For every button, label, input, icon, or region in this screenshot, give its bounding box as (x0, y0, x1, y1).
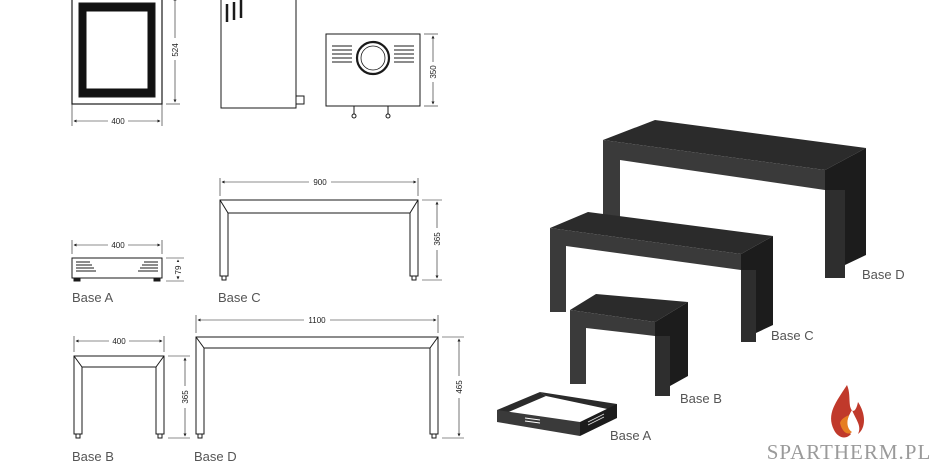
render-label-base-a: Base A (610, 428, 652, 443)
dim-stove-width: 400 (111, 117, 125, 126)
flame-icon (831, 385, 864, 438)
render-base-b (570, 294, 688, 396)
dim-base-b-height: 365 (181, 390, 190, 404)
base-d-drawing (195, 315, 464, 439)
dim-stove-depth: 350 (429, 65, 438, 79)
dim-base-c-height: 365 (433, 232, 442, 246)
dim-stove-height: 524 (171, 43, 180, 57)
base-b-drawing (73, 336, 190, 439)
stove-side-view (220, 0, 305, 109)
brand-name: SPARTHERM.PL (767, 440, 932, 464)
brand-logo: SPARTHERM.PL (767, 385, 932, 464)
base-c-drawing (219, 178, 442, 281)
render-label-base-d: Base D (862, 267, 905, 282)
dim-base-d-height: 465 (455, 380, 464, 394)
render-label-base-b: Base B (680, 391, 722, 406)
dim-base-d-width: 1100 (308, 316, 326, 325)
render-label-base-c: Base C (771, 328, 814, 343)
caption-base-c: Base C (218, 290, 261, 305)
dim-base-b-width: 400 (112, 337, 126, 346)
render-base-a (497, 392, 617, 436)
render-base-c (550, 212, 773, 342)
stove-top-view (325, 33, 438, 119)
render-base-d (603, 120, 866, 278)
dim-base-c-width: 900 (313, 178, 327, 187)
caption-base-d: Base D (194, 449, 237, 464)
dim-base-a-width: 400 (111, 241, 125, 250)
caption-base-b: Base B (72, 449, 114, 464)
caption-base-a: Base A (72, 290, 114, 305)
dim-base-a-height: 79 (174, 265, 183, 274)
stove-front-view (71, 0, 180, 126)
